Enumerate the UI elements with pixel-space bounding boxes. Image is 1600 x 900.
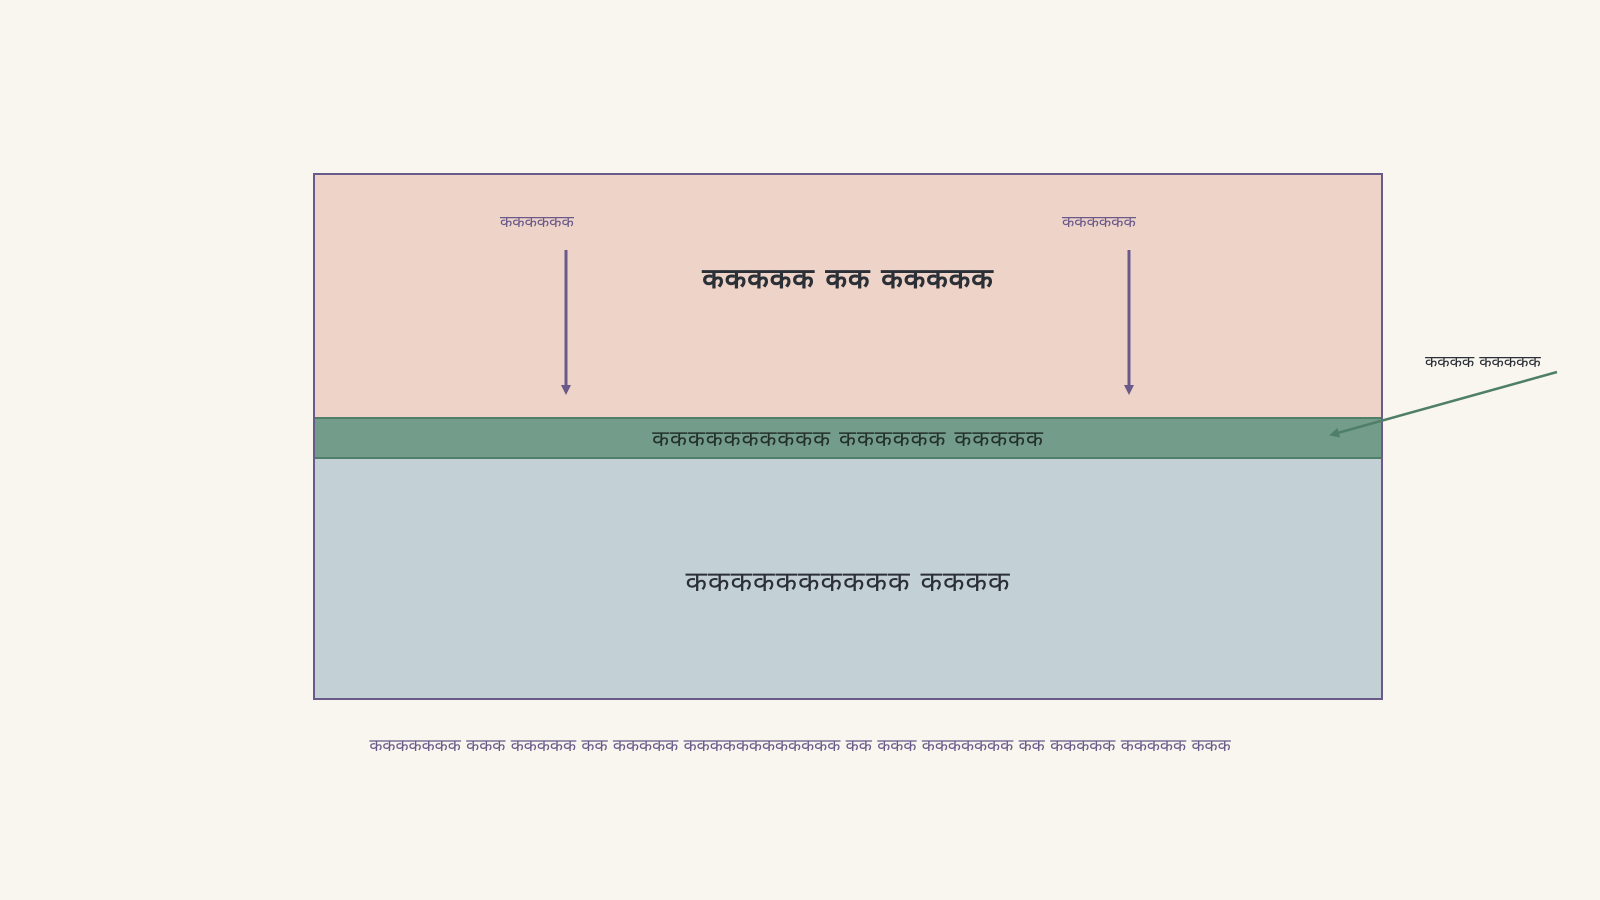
lower-region: कककककककककक कककक xyxy=(315,459,1381,698)
side-annotation-label: कककक ककककक xyxy=(1425,352,1541,371)
right-arrow-label: कककककक xyxy=(1062,212,1136,231)
middle-band-title: कककककककककक कककककक ककककक xyxy=(652,427,1044,452)
left-arrow-label: कककककक xyxy=(500,212,574,231)
upper-region-title: ककककक कक ककककक xyxy=(702,262,994,295)
middle-band: कककककककककक कककककक ककककक xyxy=(315,417,1381,459)
diagram-caption: ककककककक ककक ककककक कक ककककक कककककककककककक … xyxy=(369,736,1231,756)
lower-region-title: कककककककककक कककक xyxy=(685,564,1011,598)
diagram-frame: ककककक कक ककककक कककककककककक कककककक ककककक क… xyxy=(313,173,1383,700)
upper-region: ककककक कक ककककक xyxy=(315,175,1381,417)
